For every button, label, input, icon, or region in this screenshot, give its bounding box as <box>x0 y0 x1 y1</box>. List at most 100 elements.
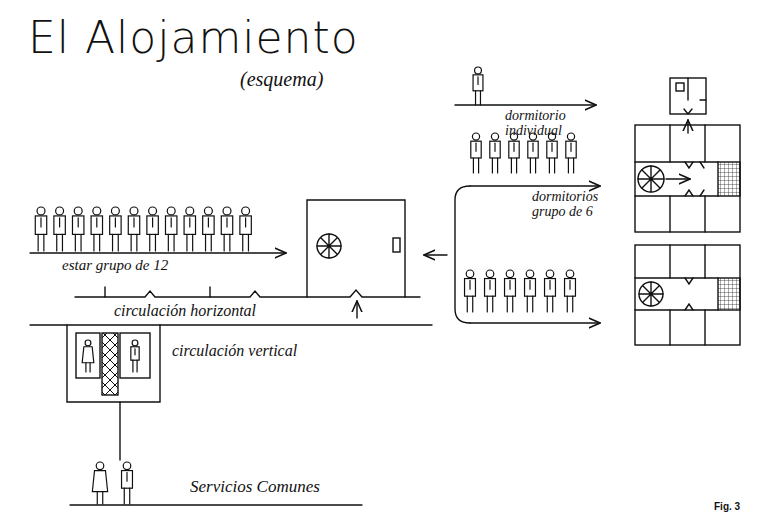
person-stroke <box>565 279 576 297</box>
person-stroke <box>527 296 528 312</box>
person-stroke <box>546 270 554 278</box>
person-stroke <box>85 340 91 346</box>
person-stroke <box>477 77 478 85</box>
person-stroke <box>186 207 194 215</box>
person-stroke <box>203 216 214 234</box>
person-stroke <box>506 270 514 278</box>
person-stroke <box>56 207 64 215</box>
person-stroke <box>155 234 156 251</box>
person-stroke <box>122 471 133 489</box>
person-stroke <box>184 216 195 234</box>
person-stroke <box>192 234 193 251</box>
person-stroke <box>512 296 513 312</box>
person-stroke <box>99 234 100 251</box>
flow-label: estar grupo de 12 <box>62 257 272 274</box>
person-stroke <box>134 349 135 355</box>
person-stroke <box>224 234 225 251</box>
person-stroke <box>132 360 133 372</box>
person-stroke <box>93 207 101 215</box>
person-stroke <box>566 141 576 158</box>
person-stroke <box>126 473 127 482</box>
person-stroke <box>248 234 249 251</box>
person-stroke <box>37 207 45 215</box>
person-stroke <box>549 158 550 173</box>
person-stroke <box>136 234 137 251</box>
person-stroke <box>529 281 530 290</box>
person-stroke <box>472 296 473 312</box>
person-stroke <box>516 158 517 173</box>
person-stroke <box>547 296 548 312</box>
person-stroke <box>205 234 206 251</box>
person-stroke <box>124 488 125 504</box>
person-stroke <box>96 218 97 227</box>
person-stroke <box>240 216 251 234</box>
person-stroke <box>547 141 557 158</box>
person-stroke <box>229 234 230 251</box>
person-stroke <box>472 133 479 140</box>
person-stroke <box>54 216 65 234</box>
person-stroke <box>149 234 150 251</box>
person-stroke <box>129 488 130 504</box>
person-stroke <box>467 296 468 312</box>
sub-title: (esquema) <box>240 68 370 90</box>
person-stroke <box>97 492 98 504</box>
person-stroke <box>513 143 514 151</box>
figure-number: Fig. 3 <box>714 501 754 512</box>
vertical-core <box>67 325 160 402</box>
person-stroke <box>118 234 119 251</box>
estar-room <box>307 200 405 297</box>
person-stroke <box>492 296 493 312</box>
person-stroke <box>130 207 138 215</box>
person-stroke <box>525 279 536 297</box>
person-stroke <box>123 462 131 470</box>
person-stroke <box>115 218 116 227</box>
person-stroke <box>93 234 94 251</box>
person-stroke <box>480 91 481 105</box>
person-stroke <box>85 363 86 372</box>
person-stroke <box>475 143 476 151</box>
person-stroke <box>475 67 482 74</box>
person-stroke <box>492 158 493 173</box>
person-stroke <box>62 234 63 251</box>
person-stroke <box>89 363 90 372</box>
person-stroke <box>152 218 153 227</box>
person-stroke <box>149 207 157 215</box>
flow-label: dormitorios grupo de 6 <box>532 189 622 220</box>
person-stroke <box>487 296 488 312</box>
person-stroke <box>136 360 137 372</box>
person-stroke <box>532 143 533 151</box>
person-stroke <box>112 234 113 251</box>
person-stroke <box>147 216 158 234</box>
person-stroke <box>133 218 134 227</box>
person-stroke <box>173 234 174 251</box>
person-stroke <box>507 296 508 312</box>
dormitory-plan <box>635 125 740 232</box>
person-stroke <box>75 234 76 251</box>
person-stroke <box>478 158 479 173</box>
person-stroke <box>80 234 81 251</box>
person-stroke <box>40 218 41 227</box>
person-stroke <box>570 143 571 151</box>
person-stroke <box>92 471 107 492</box>
person-stroke <box>242 234 243 251</box>
person-stroke <box>490 141 500 158</box>
person-stroke <box>572 296 573 312</box>
person-stroke <box>72 216 83 234</box>
person-stroke <box>485 279 496 297</box>
person-stroke <box>43 234 44 251</box>
title: El Alojamiento <box>28 12 359 63</box>
person-stroke <box>466 270 474 278</box>
person-stroke <box>509 141 519 158</box>
person-stroke <box>78 218 79 227</box>
person-stroke <box>530 158 531 173</box>
person-stroke <box>535 158 536 173</box>
person-stroke <box>242 207 250 215</box>
services-label: Servicios Comunes <box>190 478 410 497</box>
person-stroke <box>102 492 103 504</box>
person-stroke <box>491 133 498 140</box>
person-stroke <box>171 218 172 227</box>
person-stroke <box>132 340 138 346</box>
circulation-label: circulación vertical <box>172 342 392 360</box>
person-stroke <box>189 218 190 227</box>
person-stroke <box>567 296 568 312</box>
